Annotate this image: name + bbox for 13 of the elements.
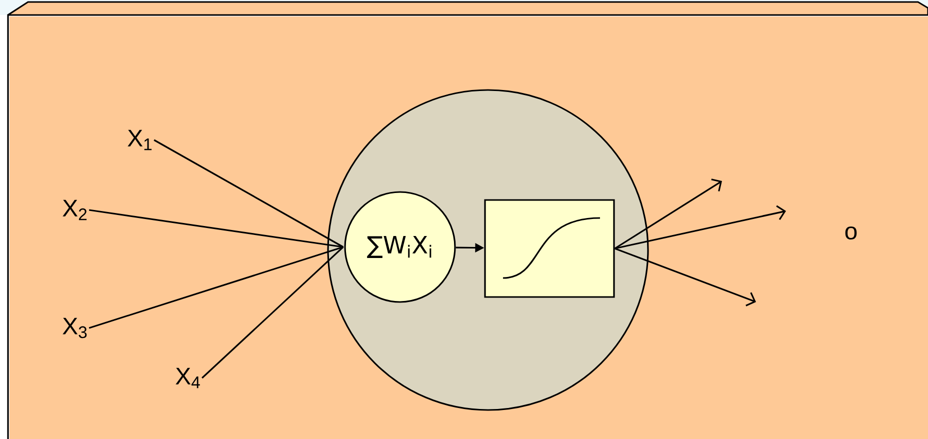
input-label: X$_{4}$ <box>176 368 200 388</box>
input-line <box>88 246 344 329</box>
output-label: o <box>845 226 857 240</box>
output-arrow <box>614 248 756 306</box>
input-label: X$_{2}$ <box>62 200 87 220</box>
sigmoid-box <box>484 199 615 298</box>
input-line <box>154 139 344 248</box>
output-arrow <box>614 178 722 250</box>
input-line <box>202 246 344 379</box>
output-arrow <box>614 205 786 250</box>
input-label: X$_{3}$ <box>62 318 87 338</box>
input-line <box>88 209 344 248</box>
input-label: X$_{1}$ <box>128 130 152 150</box>
